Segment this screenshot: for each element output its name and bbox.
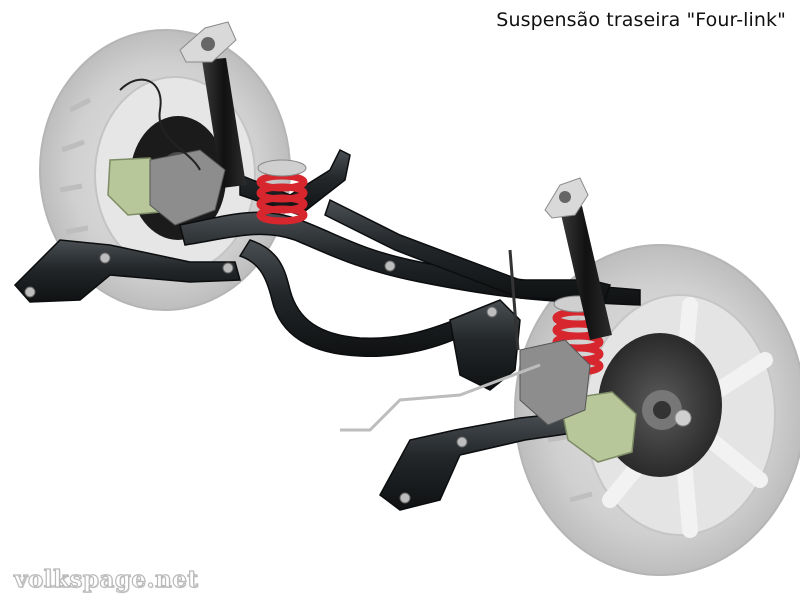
page-title: Suspensão traseira "Four-link": [496, 9, 786, 31]
watermark-logo: volkspage.net: [13, 565, 199, 593]
left-shock-absorber: [179, 21, 246, 188]
abs-sensor-cable: [119, 78, 201, 171]
mounting-bolts: [24, 252, 498, 504]
left-wheel-carrier: [149, 149, 226, 226]
left-spring-seat: [257, 159, 307, 177]
vw-emblem: [674, 409, 692, 427]
right-wheel-carrier: [519, 339, 591, 426]
left-coil-spring: [256, 172, 308, 225]
brake-line: [340, 363, 541, 432]
subframe: [13, 148, 641, 511]
right-shock-absorber: [544, 177, 612, 340]
left-trailing-arm: [13, 239, 241, 303]
